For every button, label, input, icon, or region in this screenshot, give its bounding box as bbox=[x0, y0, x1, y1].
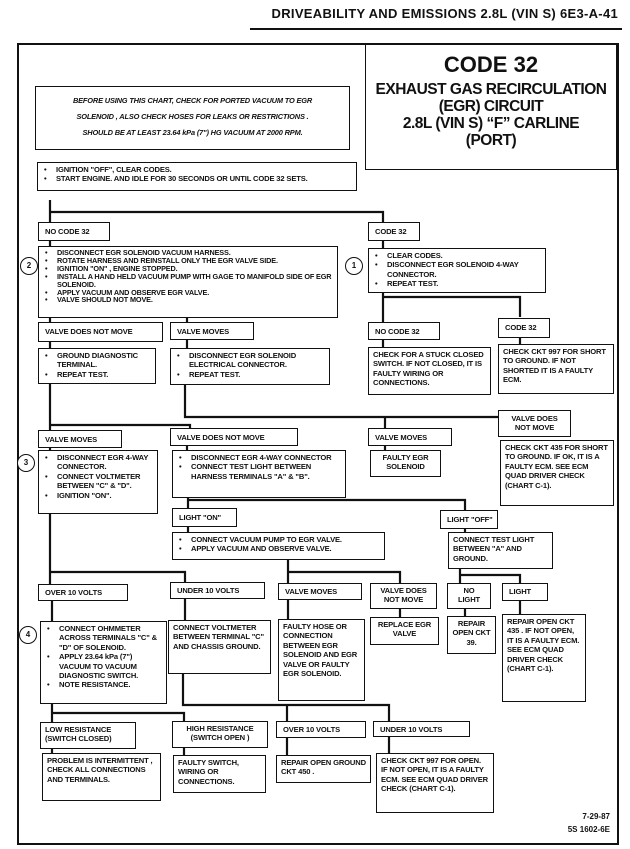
step-3: DISCONNECT EGR 4-WAY CONNECTOR. CONNECT … bbox=[38, 450, 158, 514]
step-number-2: 2 bbox=[20, 257, 38, 275]
bullet: CONNECT VOLTMETER BETWEEN "C" & "D". bbox=[43, 472, 153, 491]
page-header: DRIVEABILITY AND EMISSIONS 2.8L (VIN S) … bbox=[271, 6, 618, 21]
title-line: (PORT) bbox=[465, 132, 517, 149]
branch-valve-moves: VALVE MOVES bbox=[170, 322, 254, 340]
voltmeter-c-step: CONNECT VOLTMETER BETWEEN TERMINAL "C" A… bbox=[168, 620, 271, 674]
bullet: CONNECT OHMMETER ACROSS TERMINALS "C" & … bbox=[45, 624, 162, 652]
ckt997-short-result: CHECK CKT 997 FOR SHORT TO GROUND. IF NO… bbox=[498, 344, 614, 394]
chart-frame bbox=[17, 43, 619, 845]
faulty-solenoid-result: FAULTY EGR SOLENOID bbox=[370, 450, 441, 477]
branch-no-light: NO LIGHT bbox=[447, 583, 491, 609]
bullet: DISCONNECT EGR 4-WAY CONNECTOR bbox=[177, 453, 341, 463]
branch-high-resistance: HIGH RESISTANCE (SWITCH OPEN ) bbox=[172, 721, 268, 748]
title-line: (EGR) CIRCUIT bbox=[438, 98, 544, 115]
bullet: REPEAT TEST. bbox=[175, 370, 325, 380]
bullet: START ENGINE. AND IDLE FOR 30 SECONDS OR… bbox=[42, 174, 352, 184]
test-light-a-ground-step: CONNECT TEST LIGHT BETWEEN "A" AND GROUN… bbox=[448, 532, 553, 569]
branch-under-10-volts: UNDER 10 VOLTS bbox=[373, 721, 470, 737]
branch-code-32: CODE 32 bbox=[368, 222, 420, 241]
repair-ckt435-result: REPAIR OPEN CKT 435 . IF NOT OPEN, IT IS… bbox=[502, 614, 586, 702]
stuck-switch-result: CHECK FOR A STUCK CLOSED SWITCH. IF NOT … bbox=[368, 347, 491, 395]
branch-valve-does-not-move: VALVE DOES NOT MOVE bbox=[38, 322, 163, 342]
footer-date: 7-29-87 bbox=[582, 812, 610, 821]
ground-diagnostic-step: GROUND DIAGNOSTIC TERMINAL. REPEAT TEST. bbox=[38, 348, 156, 384]
footer-ref: 5S 1602-6E bbox=[567, 825, 610, 834]
faulty-hose-result: FAULTY HOSE OR CONNECTION BETWEEN EGR SO… bbox=[278, 619, 365, 701]
branch-light-off: LIGHT "OFF" bbox=[440, 510, 498, 529]
bullet: CONNECT VACUUM PUMP TO EGR VALVE. bbox=[177, 535, 380, 545]
bullet: NOTE RESISTANCE. bbox=[45, 680, 162, 690]
circuit-title: EXHAUST GAS RECIRCULATION (EGR) CIRCUIT … bbox=[366, 81, 616, 149]
title-line: 2.8L (VIN S) “F” CARLINE bbox=[402, 115, 580, 132]
step-number-3: 3 bbox=[17, 454, 35, 472]
bullet: INSTALL A HAND HELD VACUUM PUMP WITH GAG… bbox=[43, 272, 333, 289]
bullet: CLEAR CODES. bbox=[373, 251, 541, 261]
bullet: IGNITION "ON" , ENGINE STOPPED. bbox=[43, 264, 333, 273]
header-rule bbox=[250, 28, 622, 30]
branch-valve-does-not-move: VALVE DOES NOT MOVE bbox=[498, 410, 571, 437]
bullet: DISCONNECT EGR 4-WAY CONNECTOR. bbox=[43, 453, 153, 472]
branch-valve-does-not-move: VALVE DOES NOT MOVE bbox=[170, 428, 298, 446]
note-line: BEFORE USING THIS CHART, CHECK FOR PORTE… bbox=[72, 96, 313, 105]
bullet: IGNITION "ON". bbox=[43, 491, 153, 501]
branch-light: LIGHT bbox=[502, 583, 548, 601]
branch-over-10-volts: OVER 10 VOLTS bbox=[276, 721, 366, 738]
bullet: APPLY VACUUM AND OBSERVE EGR VALVE. bbox=[43, 288, 333, 297]
replace-egr-valve-result: REPLACE EGR VALVE bbox=[370, 617, 439, 645]
bullet: VALVE SHOULD NOT MOVE. bbox=[43, 296, 333, 304]
step-number-1: 1 bbox=[345, 257, 363, 275]
precheck-note: BEFORE USING THIS CHART, CHECK FOR PORTE… bbox=[35, 86, 350, 150]
repair-ckt39-result: REPAIR OPEN CKT 39. bbox=[447, 616, 496, 654]
branch-valve-moves: VALVE MOVES bbox=[38, 430, 122, 448]
branch-valve-does-not-move: VALVE DOES NOT MOVE bbox=[370, 583, 437, 609]
note-line: SHOULD BE AT LEAST 23.64 kPa (7") HG VAC… bbox=[82, 128, 303, 137]
ckt435-short-result: CHECK CKT 435 FOR SHORT TO GROUND. IF OK… bbox=[500, 440, 614, 506]
branch-low-resistance: LOW RESISTANCE (SWITCH CLOSED) bbox=[40, 722, 136, 749]
start-step: IGNITION "OFF", CLEAR CODES. START ENGIN… bbox=[37, 162, 357, 191]
bullet: DISCONNECT EGR SOLENOID ELECTRICAL CONNE… bbox=[175, 351, 325, 370]
branch-over-10-volts: OVER 10 VOLTS bbox=[38, 584, 128, 601]
bullet: DISCONNECT EGR SOLENOID VACUUM HARNESS. bbox=[43, 249, 333, 257]
branch-under-10-volts: UNDER 10 VOLTS bbox=[170, 582, 265, 599]
faulty-switch-result: FAULTY SWITCH, WIRING OR CONNECTIONS. bbox=[173, 755, 266, 793]
bullet: APPLY VACUUM AND OBSERVE VALVE. bbox=[177, 544, 380, 554]
bullet: REPEAT TEST. bbox=[373, 279, 541, 289]
step-1: CLEAR CODES. DISCONNECT EGR SOLENOID 4-W… bbox=[368, 248, 546, 293]
title-line: EXHAUST GAS RECIRCULATION bbox=[375, 81, 607, 98]
disconnect-electrical-step: DISCONNECT EGR SOLENOID ELECTRICAL CONNE… bbox=[170, 348, 330, 385]
bullet: APPLY 23.64 kPa (7") VACUUM TO VACUUM DI… bbox=[45, 652, 162, 680]
branch-no-code-32: NO CODE 32 bbox=[368, 322, 440, 340]
code-title: CODE 32 bbox=[443, 52, 539, 77]
chart-title-box: CODE 32 EXHAUST GAS RECIRCULATION (EGR) … bbox=[365, 43, 617, 170]
step-number-4: 4 bbox=[19, 626, 37, 644]
intermittent-result: PROBLEM IS INTERMITTENT , CHECK ALL CONN… bbox=[42, 753, 161, 801]
branch-valve-moves: VALVE MOVES bbox=[278, 583, 362, 600]
bullet: ROTATE HARNESS AND REINSTALL ONLY THE EG… bbox=[43, 257, 333, 265]
ckt997-open-result: CHECK CKT 997 FOR OPEN. IF NOT OPEN, IT … bbox=[376, 753, 494, 813]
test-light-ab-step: DISCONNECT EGR 4-WAY CONNECTOR CONNECT T… bbox=[172, 450, 346, 498]
bullet: REPEAT TEST. bbox=[43, 370, 151, 380]
branch-no-code-32: NO CODE 32 bbox=[38, 222, 110, 241]
branch-light-on: LIGHT "ON" bbox=[172, 508, 237, 527]
step-2: DISCONNECT EGR SOLENOID VACUUM HARNESS. … bbox=[38, 246, 338, 318]
bullet: IGNITION "OFF", CLEAR CODES. bbox=[42, 165, 352, 175]
bullet: DISCONNECT EGR SOLENOID 4-WAY CONNECTOR. bbox=[373, 260, 541, 279]
note-line: SOLENOID , ALSO CHECK HOSES FOR LEAKS OR… bbox=[76, 112, 309, 121]
branch-valve-moves: VALVE MOVES bbox=[368, 428, 452, 446]
vacuum-pump-step: CONNECT VACUUM PUMP TO EGR VALVE. APPLY … bbox=[172, 532, 385, 560]
repair-ckt450-result: REPAIR OPEN GROUND CKT 450 . bbox=[276, 755, 371, 783]
branch-code-32: CODE 32 bbox=[498, 318, 550, 338]
bullet: GROUND DIAGNOSTIC TERMINAL. bbox=[43, 351, 151, 370]
step-4: CONNECT OHMMETER ACROSS TERMINALS "C" & … bbox=[40, 621, 167, 704]
bullet: CONNECT TEST LIGHT BETWEEN HARNESS TERMI… bbox=[177, 462, 341, 481]
